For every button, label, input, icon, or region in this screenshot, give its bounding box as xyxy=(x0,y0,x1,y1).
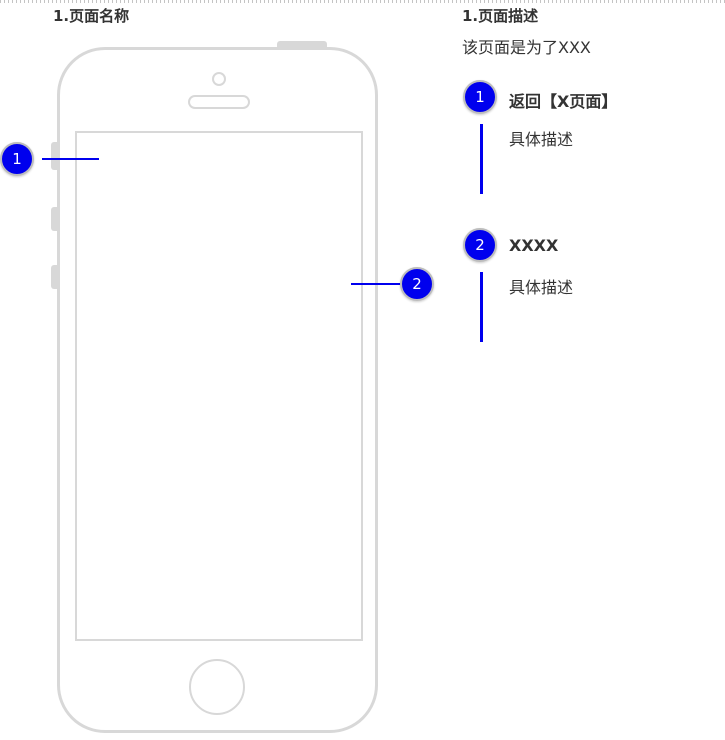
annotation-connector-1 xyxy=(42,158,99,160)
annotation-marker-2[interactable]: 2 xyxy=(400,267,434,301)
page-name-title: 1.页面名称 xyxy=(53,7,130,25)
description-divider-1 xyxy=(480,124,483,194)
phone-home-button xyxy=(189,659,245,715)
description-marker-1: 1 xyxy=(463,80,497,114)
description-item-title-1: 返回【X页面】 xyxy=(509,92,618,111)
phone-volume-up-button xyxy=(51,207,58,231)
description-marker-2: 2 xyxy=(463,228,497,262)
annotation-marker-1[interactable]: 1 xyxy=(0,142,34,176)
phone-mute-switch xyxy=(51,142,58,170)
phone-screen[interactable] xyxy=(75,131,363,641)
description-item-text-1: 具体描述 xyxy=(509,130,574,149)
page-description-title: 1.页面描述 xyxy=(462,7,539,25)
page-description-intro: 该页面是为了XXX xyxy=(462,38,591,57)
phone-volume-down-button xyxy=(51,265,58,289)
description-item-text-2: 具体描述 xyxy=(509,278,574,297)
phone-camera xyxy=(212,72,226,86)
description-divider-2 xyxy=(480,272,483,342)
top-ruler xyxy=(0,0,725,3)
annotation-connector-2 xyxy=(351,283,400,285)
phone-speaker xyxy=(188,95,250,109)
phone-power-button xyxy=(277,41,327,48)
description-item-title-2: XXXX xyxy=(509,236,559,255)
